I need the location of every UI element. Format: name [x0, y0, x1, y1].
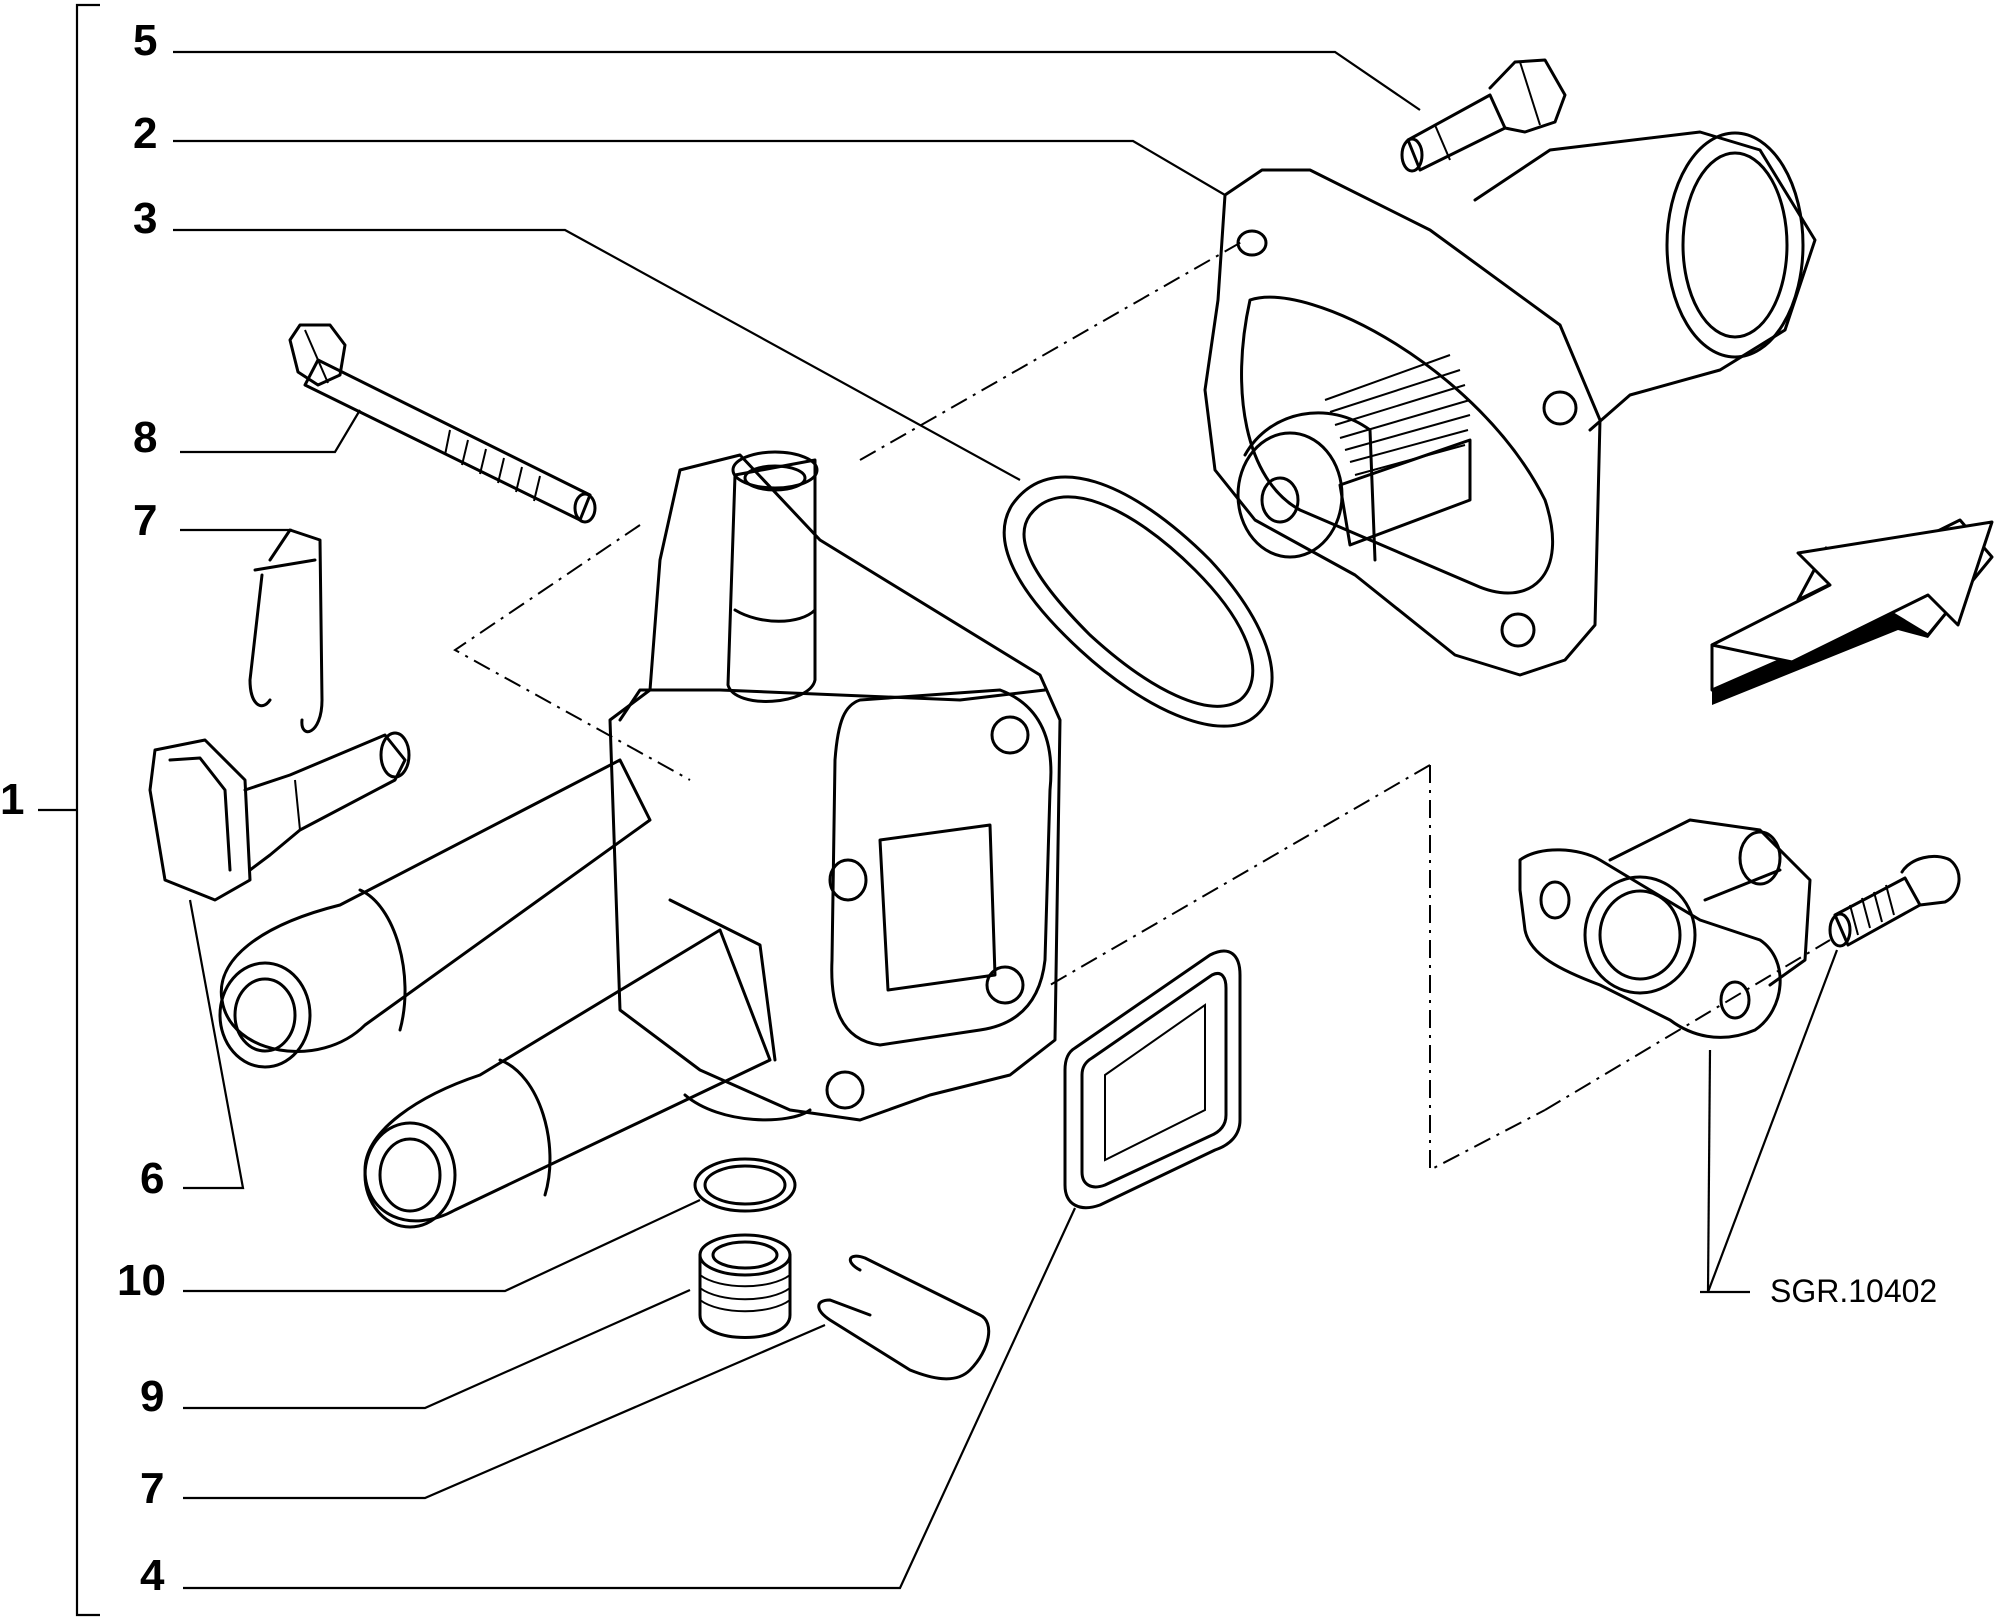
plug-9	[698, 1233, 792, 1339]
callout-7-top: 7	[133, 496, 157, 545]
wire-clip-7-bottom	[817, 1254, 991, 1381]
callout-2: 2	[133, 109, 157, 158]
callout-4: 4	[140, 1551, 165, 1600]
assembly-bracket	[38, 3, 100, 1617]
callout-9: 9	[140, 1372, 164, 1421]
gasket-4	[1063, 949, 1242, 1210]
thermostat-body	[218, 450, 1062, 1229]
bolt-5	[1400, 58, 1567, 173]
outlet-flange	[1518, 818, 1812, 1039]
callout-5: 5	[133, 16, 157, 65]
reference-code: SGR.10402	[1770, 1273, 1937, 1309]
bolt-right	[1828, 855, 1961, 948]
arrow-icon	[1710, 518, 1994, 705]
gasket-3	[1002, 475, 1274, 728]
callout-8: 8	[133, 413, 157, 462]
callout-7-bottom: 7	[140, 1464, 164, 1513]
thermostat-housing-2	[1203, 130, 1817, 677]
bolt-8	[288, 323, 597, 524]
assembly-centerlines	[453, 239, 1831, 1172]
callout-10: 10	[117, 1256, 166, 1305]
callout-1: 1	[0, 775, 24, 824]
o-ring-10	[693, 1157, 797, 1213]
sensor-6	[148, 731, 411, 902]
callout-3: 3	[133, 194, 157, 243]
callout-6: 6	[140, 1154, 164, 1203]
leader-lines	[173, 50, 1839, 1590]
wire-clip-7-top	[248, 528, 324, 733]
